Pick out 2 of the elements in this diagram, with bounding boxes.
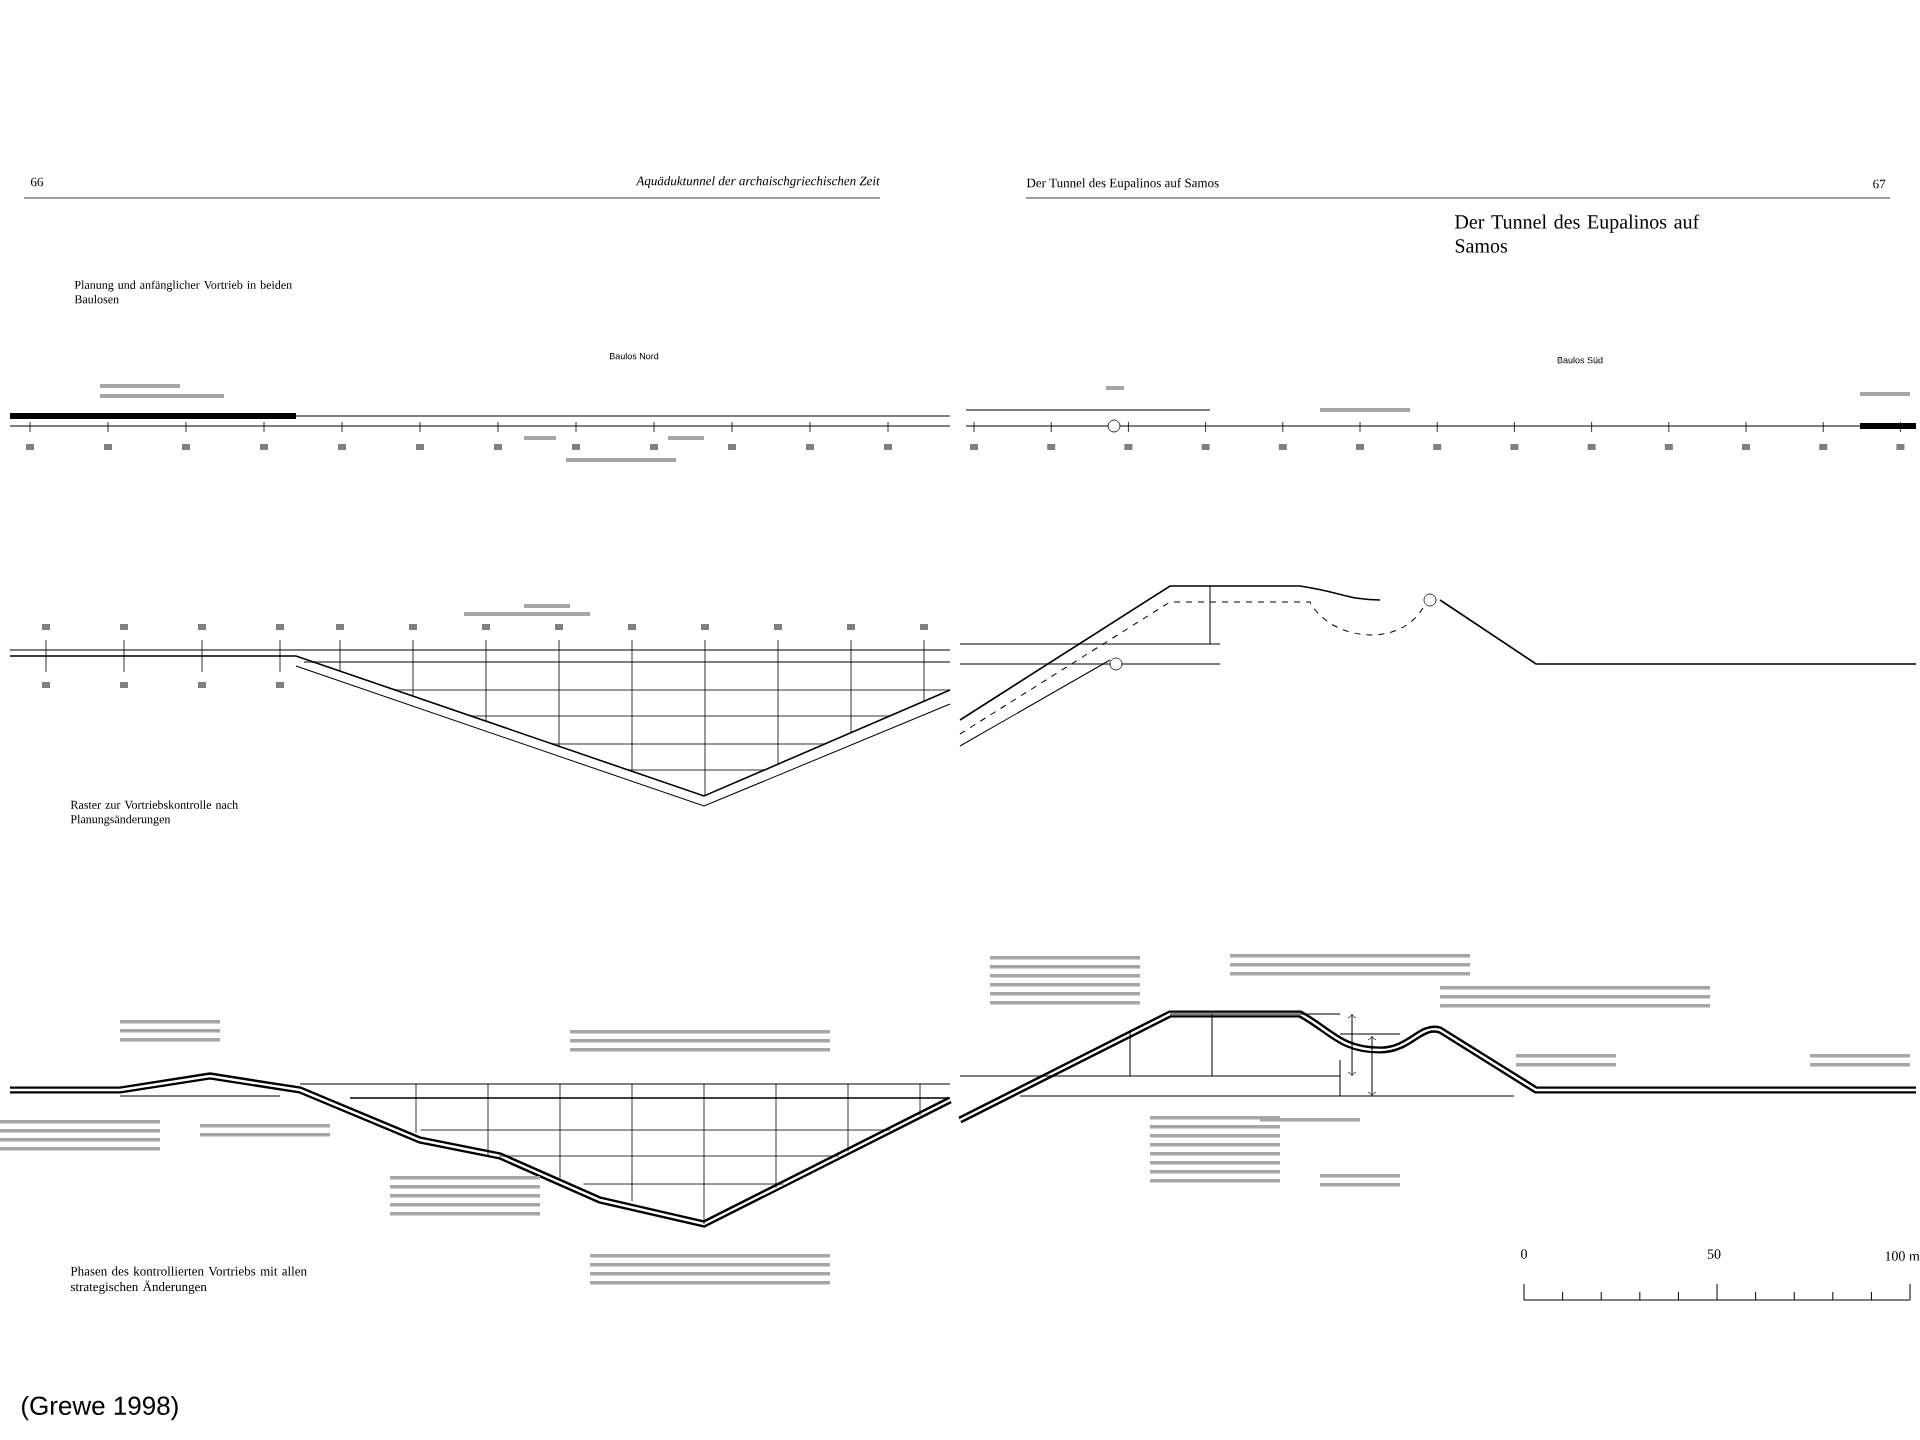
caption: (Grewe 1998) — [22, 1395, 178, 1421]
title: Der Tunnel des Eupalinos auf Samos — [1455, 214, 1700, 253]
